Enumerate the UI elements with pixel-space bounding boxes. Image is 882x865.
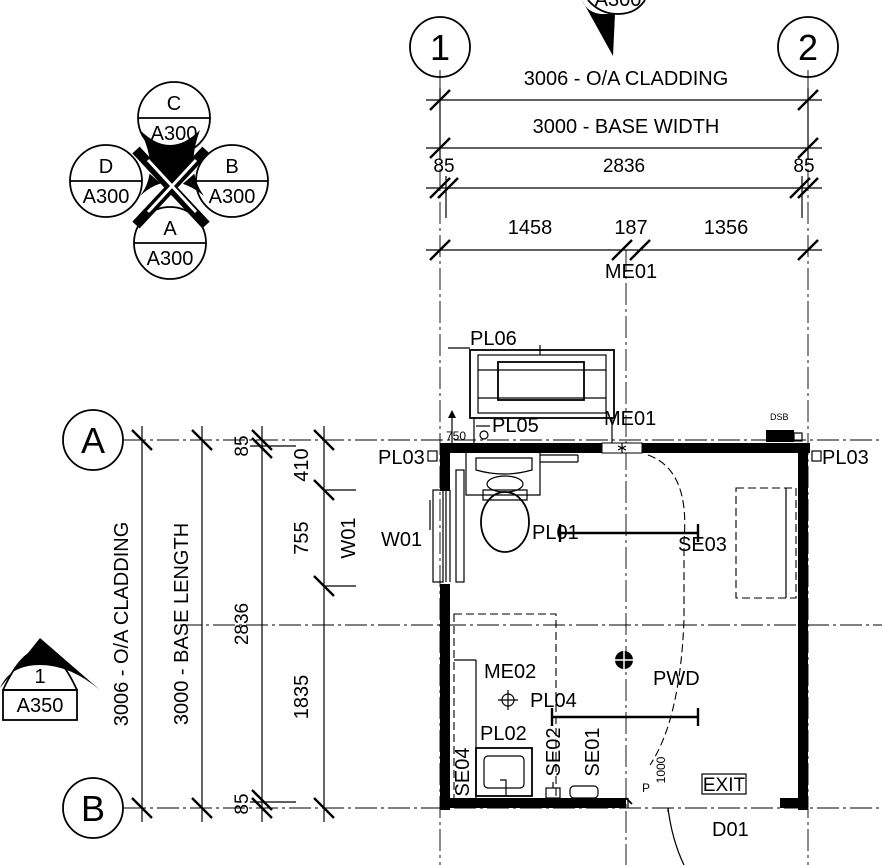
section-marker-a[interactable]: A A300 [133, 206, 207, 280]
grid-bubble-a[interactable]: A [62, 409, 124, 471]
section-marker-d-letter: D [99, 156, 113, 178]
tag-pl06: PL06 [470, 328, 517, 350]
grab-rail-vertical[interactable] [455, 469, 465, 583]
box-pl03-right[interactable] [811, 450, 822, 462]
box-pl03-left[interactable] [427, 450, 438, 462]
detail-marker-1[interactable]: 1 A350 [0, 638, 100, 721]
dim-top-mid: 2836 [603, 156, 645, 177]
dim-top-seg-label: ME01 [605, 261, 657, 283]
section-marker-b-sheet: A300 [209, 186, 256, 208]
section-marker-c[interactable]: C A300 [137, 81, 211, 155]
detail-marker-sheet: A350 [17, 695, 64, 717]
tag-pl05: PL05 [492, 415, 539, 437]
section-marker-c-sheet: A300 [151, 123, 198, 145]
tag-pl05-height: 750 [446, 429, 466, 443]
dim-top-seg2: 187 [614, 217, 647, 239]
dim-left-seg-window: 755 [291, 521, 313, 554]
grid-label-a: A [81, 420, 105, 461]
tag-pl04: PL04 [530, 690, 577, 712]
grid-label-2: 2 [798, 27, 818, 68]
building-walls [440, 443, 810, 810]
grid-label-1: 1 [430, 27, 450, 68]
dim-top-seg3: 1356 [704, 217, 749, 239]
tap-pl05[interactable] [448, 410, 489, 443]
section-marker-top-sheet: A300 [595, 0, 642, 11]
exit-sign[interactable]: EXIT [701, 773, 747, 796]
section-marker-d-sheet: A300 [83, 186, 130, 208]
tag-pl01: PL01 [532, 522, 579, 544]
circulation-outline [453, 454, 797, 805]
dim-left-seg-top: 410 [291, 448, 313, 481]
grid-bubble-1[interactable]: 1 [409, 16, 471, 78]
tag-p: P [642, 781, 650, 795]
toilet-pl01[interactable] [480, 475, 530, 553]
dim-left-top-clad: 85 [232, 435, 253, 456]
tag-se02: SE02 [543, 728, 565, 777]
tag-me02: ME02 [484, 661, 536, 683]
grid-bubble-2[interactable]: 2 [777, 16, 839, 78]
dim-top-seg1: 1458 [508, 217, 553, 239]
dim-top-overall: 3006 - O/A CLADDING [524, 68, 729, 90]
tag-pwd: PWD [653, 668, 700, 690]
fixture-se02[interactable] [545, 782, 561, 799]
dim-top-base: 3000 - BASE WIDTH [533, 116, 720, 138]
section-marker-top[interactable]: A300 [582, 0, 646, 56]
grab-rail-lower[interactable] [550, 708, 700, 726]
section-marker-d[interactable]: D A300 [69, 144, 143, 218]
hand-basin[interactable] [465, 453, 579, 496]
switchboard-dsb[interactable] [766, 430, 803, 442]
tag-se04: SE04 [452, 748, 474, 797]
fixture-se01[interactable] [569, 785, 599, 799]
basin-pl02[interactable] [475, 747, 533, 797]
section-marker-a-sheet: A300 [147, 248, 194, 270]
left-dimensions: 3006 - O/A CLADDING 3000 - BASE LENGTH 8… [111, 426, 360, 822]
dim-left-overall: 3006 - O/A CLADDING [111, 522, 133, 727]
tag-se01: SE01 [582, 728, 604, 777]
window-w01[interactable] [429, 489, 451, 583]
detail-marker-number: 1 [34, 666, 45, 688]
tag-pl02: PL02 [480, 723, 527, 745]
floor-waste[interactable] [615, 651, 633, 669]
exterior-unit-pl06[interactable] [448, 345, 615, 443]
exit-sign-label: EXIT [703, 775, 746, 796]
grid-label-b: B [81, 788, 105, 829]
tag-pl03-left: PL03 [378, 447, 425, 469]
top-dimensions: 3006 - O/A CLADDING 3000 - BASE WIDTH 85… [426, 68, 822, 283]
section-marker-a-letter: A [163, 218, 177, 240]
dim-top-right-clad: 85 [793, 156, 814, 177]
tag-p-height: 1000 [654, 756, 668, 783]
tag-dsb: DSB [770, 412, 789, 422]
grid-bubble-b[interactable]: B [62, 777, 124, 839]
section-markers-center [140, 130, 204, 196]
dim-left-base: 3000 - BASE LENGTH [171, 523, 193, 725]
dim-left-mid: 2836 [232, 603, 253, 645]
dim-left-window-label: W01 [338, 517, 360, 558]
tag-me01: ME01 [604, 408, 656, 430]
vent-me01[interactable] [601, 442, 643, 454]
dim-top-left-clad: 85 [433, 156, 454, 177]
tag-d01: D01 [712, 819, 749, 841]
dim-left-bottom-clad: 85 [232, 793, 253, 814]
tag-labels: PL06 PL05 750 ME01 DSB PL03 PL03 W01 PL0… [378, 328, 869, 841]
tag-w01: W01 [381, 529, 422, 551]
tag-se03: SE03 [678, 534, 727, 556]
tag-pl03-right: PL03 [822, 447, 869, 469]
section-marker-b[interactable]: B A300 [195, 144, 269, 218]
fixture-pl04[interactable] [498, 690, 518, 710]
section-markers-cluster [132, 130, 210, 229]
section-marker-c-letter: C [167, 93, 181, 115]
grab-rail-horizontal[interactable] [558, 524, 700, 542]
section-marker-b-letter: B [225, 156, 238, 178]
door-d01[interactable] [625, 797, 685, 865]
dim-left-seg-bottom: 1835 [291, 675, 313, 720]
